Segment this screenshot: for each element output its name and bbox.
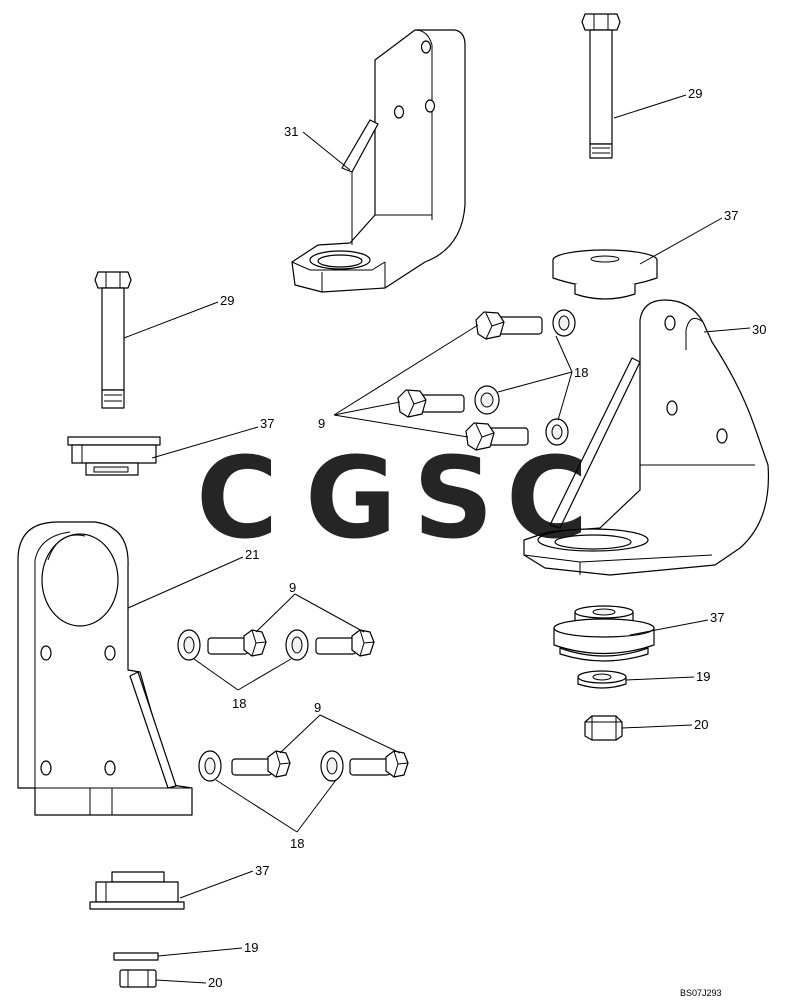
drawing-code: BS07J293 xyxy=(680,988,722,998)
callout-37-bottom: 37 xyxy=(255,863,269,878)
bolt-set-upper xyxy=(397,309,576,451)
watermark-letter-g: G xyxy=(305,434,397,564)
callout-21: 21 xyxy=(245,547,259,562)
callout-37-right: 37 xyxy=(710,610,724,625)
bolt-29-left xyxy=(94,271,132,409)
isolator-37-top xyxy=(552,249,658,300)
callout-18-lower: 18 xyxy=(290,836,304,851)
callout-31: 31 xyxy=(284,124,298,139)
watermark-letter-c1: C xyxy=(196,434,278,564)
callout-19-bottom: 19 xyxy=(244,940,258,955)
leader-lines xyxy=(123,94,751,984)
callout-9-middle: 9 xyxy=(289,580,296,595)
callout-18-upper: 18 xyxy=(574,365,588,380)
bolt-set-lower xyxy=(198,750,409,782)
bracket-30 xyxy=(523,299,770,576)
callout-37-top: 37 xyxy=(724,208,738,223)
isolator-stack-right xyxy=(553,605,655,741)
callout-9-upper: 9 xyxy=(318,416,325,431)
callout-18-middle: 18 xyxy=(232,696,246,711)
watermark-logo: C G S C xyxy=(196,434,588,564)
callout-20-right: 20 xyxy=(694,717,708,732)
callout-30: 30 xyxy=(752,322,766,337)
callout-labels: 31 29 37 30 29 18 9 37 21 9 18 37 19 20 … xyxy=(208,86,766,998)
bracket-31 xyxy=(291,29,466,293)
callout-29-top: 29 xyxy=(688,86,702,101)
callout-37-left: 37 xyxy=(260,416,274,431)
watermark-letter-c2: C xyxy=(506,434,588,564)
bolt-set-middle xyxy=(177,629,375,661)
callout-19-right: 19 xyxy=(696,669,710,684)
callout-20-bottom: 20 xyxy=(208,975,222,990)
watermark-letter-s: S xyxy=(413,434,494,564)
callout-29-left: 29 xyxy=(220,293,234,308)
isolator-stack-bottom xyxy=(89,871,185,988)
callout-9-lower: 9 xyxy=(314,700,321,715)
bolt-29-top xyxy=(581,13,621,159)
isolator-37-left xyxy=(67,436,161,476)
bracket-21 xyxy=(17,521,193,816)
